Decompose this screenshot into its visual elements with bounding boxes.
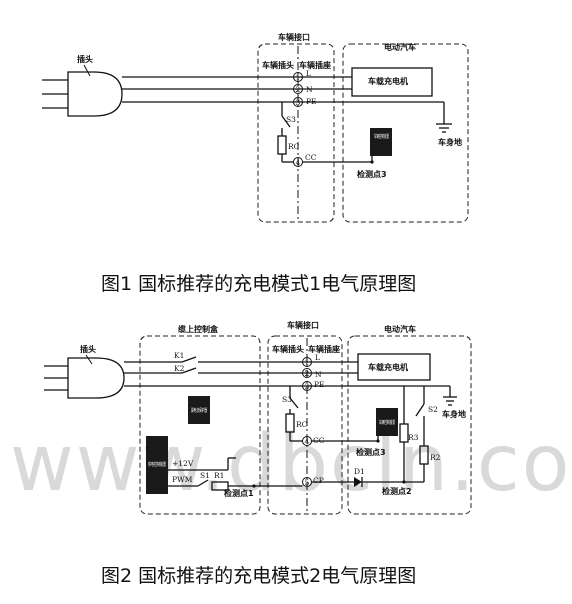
pin-1-num: 1	[305, 358, 310, 367]
pin-1	[302, 357, 312, 367]
switch-s3	[289, 397, 299, 409]
vehicle-plug-label: 车辆插头	[272, 344, 304, 354]
diagram-2: 缆上控制盒 车辆接口 电动汽车 车辆插头 车辆插座 插头 K1 K2 1 2 3…	[44, 320, 472, 587]
onboard-charger	[351, 67, 433, 97]
s2-label: S2	[428, 405, 438, 414]
switch-k2	[181, 367, 197, 374]
d1-label: D1	[354, 467, 365, 476]
vehicle-interface-label: 车辆接口	[278, 32, 310, 42]
plug-body	[67, 357, 125, 399]
switch-s1	[197, 479, 209, 487]
rc-label: RC	[296, 420, 308, 429]
pin-3	[302, 381, 312, 391]
pin-PE-label: PE	[306, 97, 317, 106]
pin-1-num: 1	[296, 73, 301, 82]
resistor-rc	[277, 135, 287, 155]
pin-3-num: 3	[296, 98, 301, 107]
leakage-protector-text: 漏电流保护器	[191, 407, 207, 414]
vehicle-controller	[370, 128, 392, 156]
vehicle-controller-text: 车辆控制装置	[379, 419, 395, 426]
detect-point-1-label: 检测点1	[224, 488, 254, 498]
body-ground-label: 车身地	[442, 409, 466, 419]
pin-N-label: N	[315, 370, 322, 379]
plug-label: 插头	[77, 54, 93, 64]
s1-label: S1	[200, 471, 210, 480]
pin-2	[293, 84, 303, 94]
electric-vehicle-box	[347, 335, 472, 515]
pin-PE-label: PE	[314, 380, 325, 389]
k1-label: K1	[174, 351, 184, 360]
supply-control-text: 供电控制装置	[148, 461, 166, 468]
pin-2	[302, 368, 312, 378]
v12-label: +12V	[172, 459, 194, 468]
pin-CP-label: CP	[313, 476, 324, 485]
vehicle-interface-label: 车辆接口	[287, 320, 319, 330]
pin-L-label: L	[306, 69, 311, 78]
pin-2-num: 2	[296, 85, 301, 94]
onboard-charger	[357, 353, 431, 381]
electric-vehicle-label: 电动汽车	[384, 42, 416, 52]
pin-CC-label: CC	[305, 153, 317, 162]
watermark: www.dbcln.com	[10, 419, 572, 509]
plug-body	[67, 71, 123, 117]
r3-label: R3	[408, 433, 419, 442]
supply-control-device	[146, 436, 168, 494]
pin-3	[293, 97, 303, 107]
detect-point-2-label: 检测点2	[382, 486, 412, 496]
electric-vehicle-box	[342, 43, 469, 223]
vehicle-interface-box	[267, 335, 343, 515]
detect-point-3-label: 检测点3	[357, 169, 387, 179]
vehicle-socket-label: 车辆插座	[308, 344, 340, 354]
onboard-charger-label: 车载充电机	[368, 362, 408, 372]
pin-N-label: N	[306, 85, 313, 94]
r1-label: R1	[214, 471, 224, 480]
pwm-label: PWM	[172, 475, 193, 484]
body-ground-label: 车身地	[438, 137, 462, 147]
vehicle-controller-text: 车辆控制装置	[374, 133, 389, 140]
pin-5-num: 5	[305, 478, 310, 487]
incable-box-label: 缆上控制盒	[178, 324, 219, 334]
vehicle-controller	[376, 408, 398, 436]
rc-label: RC	[288, 142, 300, 151]
vehicle-plug-label: 车辆插头	[262, 60, 294, 70]
plug-label: 插头	[80, 344, 96, 354]
s3-label: S3	[286, 115, 296, 124]
switch-s2	[415, 403, 425, 417]
diode-d1	[354, 477, 362, 487]
vehicle-interface-box	[257, 43, 335, 223]
leakage-protector	[188, 396, 210, 424]
pin-1	[293, 72, 303, 82]
pin-3-num: 3	[305, 382, 310, 391]
electric-vehicle-label: 电动汽车	[384, 324, 416, 334]
detect-point-3-label: 检测点3	[356, 447, 386, 457]
pin-L-label: L	[315, 353, 320, 362]
s3-label: S3	[282, 395, 292, 404]
onboard-charger-label: 车载充电机	[368, 76, 408, 86]
switch-k1	[181, 356, 197, 363]
pin-2-num: 2	[305, 369, 310, 378]
incable-box	[139, 335, 261, 515]
switch-s3	[281, 115, 291, 128]
plug-leader	[83, 64, 91, 77]
caption-1: 图1 国标推荐的充电模式1电气原理图	[101, 273, 416, 295]
pin-4-num: 4	[296, 158, 301, 167]
k2-label: K2	[174, 364, 185, 373]
vehicle-socket-label: 车辆插座	[299, 60, 331, 70]
caption-2: 图2 国标推荐的充电模式2电气原理图	[101, 565, 416, 587]
pin-4-num: 4	[305, 437, 310, 446]
diagram-1: 车辆接口 电动汽车 车辆插头 车辆插座 插头 1 2 3 4 L N PE CC…	[42, 32, 469, 295]
r2-label: R2	[430, 453, 441, 462]
